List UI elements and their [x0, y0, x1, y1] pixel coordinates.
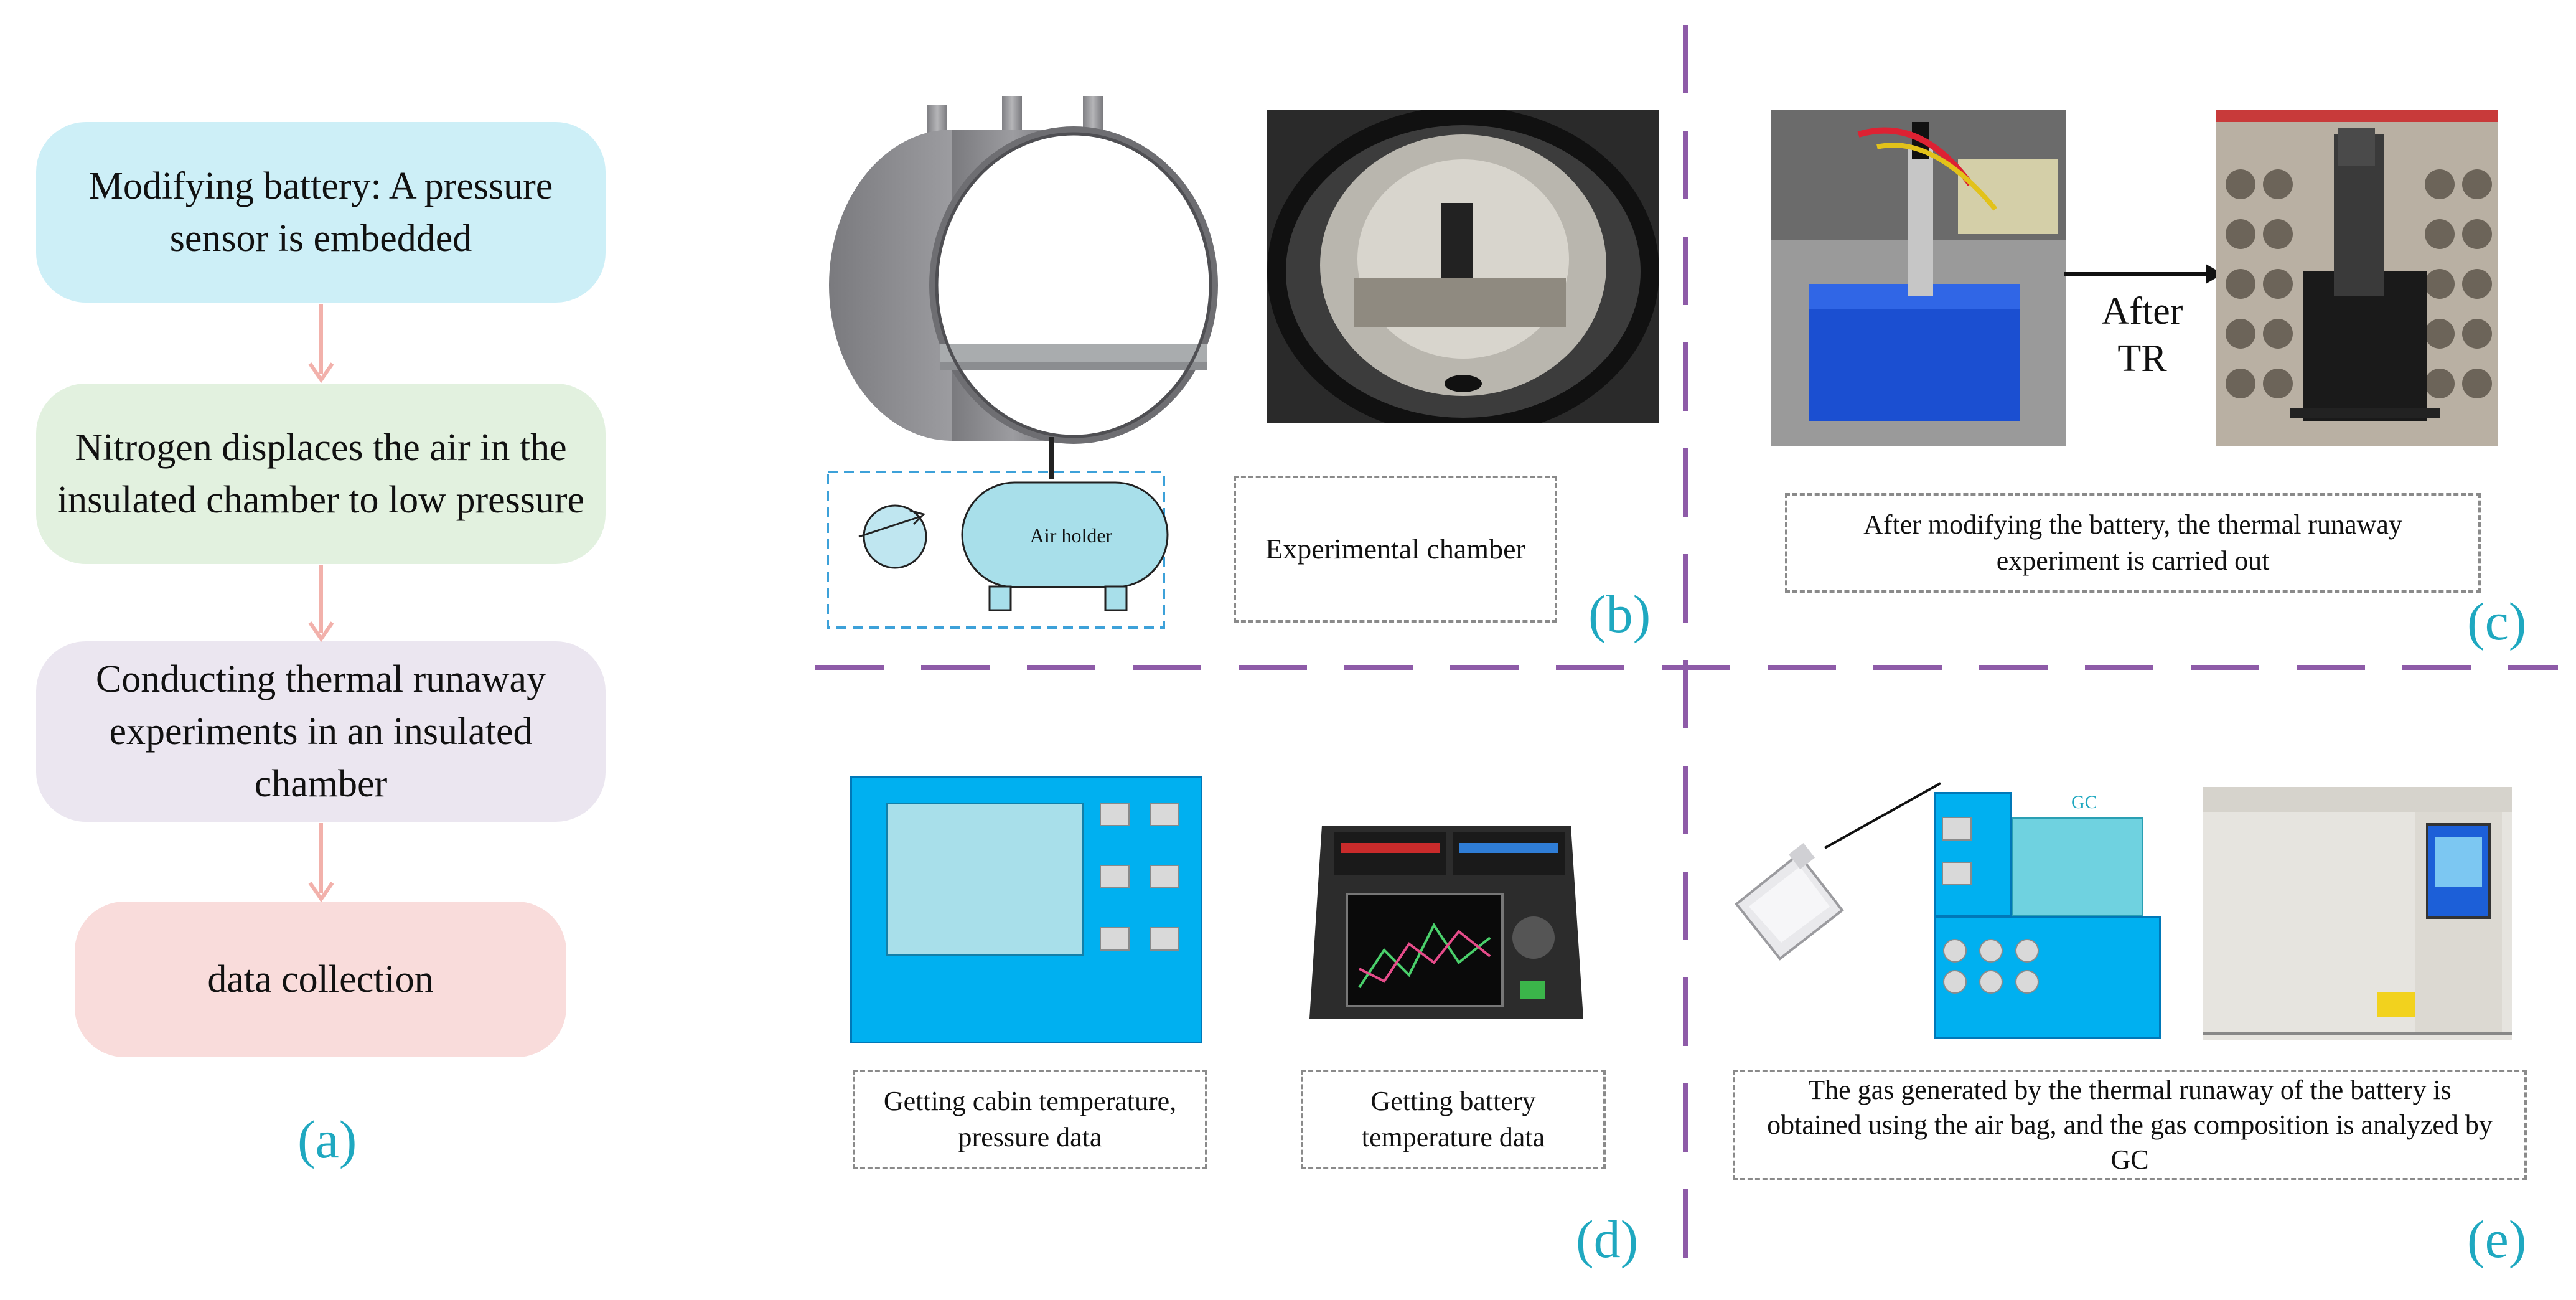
flow-step-1: Modifying battery: A pressure sensor is …: [36, 122, 606, 303]
after-label-line1: After: [2101, 290, 2183, 332]
panel-label-b: (b): [1588, 584, 1651, 644]
gc-knob[interactable]: [1979, 970, 2003, 994]
gc-button[interactable]: [1942, 817, 1972, 841]
gc-device: GC: [1934, 792, 2161, 1039]
panel-d-caption-left: Getting cabin temperature, pressure data: [853, 1070, 1207, 1169]
after-label-line2: TR: [2117, 337, 2167, 380]
flow-step-3-text: Conducting thermal runaway experiments i…: [95, 658, 546, 805]
gc-knob[interactable]: [2015, 939, 2039, 963]
panel-c-caption: After modifying the battery, the thermal…: [1785, 493, 2481, 593]
gc-knob[interactable]: [1979, 939, 2003, 963]
device-button[interactable]: [1150, 803, 1179, 826]
device-button[interactable]: [1150, 927, 1179, 951]
device-screen: [886, 803, 1084, 956]
air-holder-label: Air holder: [1029, 524, 1113, 547]
gc-button[interactable]: [1942, 862, 1972, 885]
gc-label: GC: [2071, 792, 2097, 812]
device-button[interactable]: [1100, 927, 1130, 951]
flow-step-4: data collection: [75, 902, 566, 1057]
gc-base: [1934, 916, 2161, 1039]
panel-label-e: (e): [2467, 1209, 2527, 1269]
flow-step-2-text: Nitrogen displaces the air in the insula…: [57, 426, 585, 521]
data-logger-photo: [1303, 813, 1590, 1036]
panel-d-caption-right: Getting battery temperature data: [1301, 1070, 1606, 1169]
chamber-photo: [1267, 110, 1659, 423]
panel-label-a: (a): [297, 1109, 357, 1169]
gc-knob[interactable]: [2015, 970, 2039, 994]
flow-step-3: Conducting thermal runaway experiments i…: [36, 641, 606, 822]
gc-oven: [2012, 817, 2143, 916]
panel-b-caption: Experimental chamber: [1234, 476, 1557, 623]
data-acquisition-device: [850, 776, 1202, 1043]
gc-instrument-photo: [2203, 781, 2512, 1040]
battery-after-photo: [2216, 110, 2498, 446]
panel-e-caption: The gas generated by the thermal runaway…: [1733, 1070, 2527, 1180]
gc-knob[interactable]: [1943, 939, 1967, 963]
device-button[interactable]: [1100, 803, 1130, 826]
panel-label-c: (c): [2467, 591, 2527, 651]
battery-before-photo: [1771, 110, 2066, 446]
flow-step-2: Nitrogen displaces the air in the insula…: [36, 384, 606, 564]
flow-step-1-text: Modifying battery: A pressure sensor is …: [88, 165, 553, 260]
flow-step-4-text: data collection: [207, 958, 434, 1001]
gc-tower: [1934, 792, 2012, 916]
device-button[interactable]: [1150, 865, 1179, 888]
panel-label-d: (d): [1576, 1209, 1639, 1269]
device-button[interactable]: [1100, 865, 1130, 888]
after-tr-label: After TR: [2085, 288, 2199, 382]
gc-knob[interactable]: [1943, 970, 1967, 994]
